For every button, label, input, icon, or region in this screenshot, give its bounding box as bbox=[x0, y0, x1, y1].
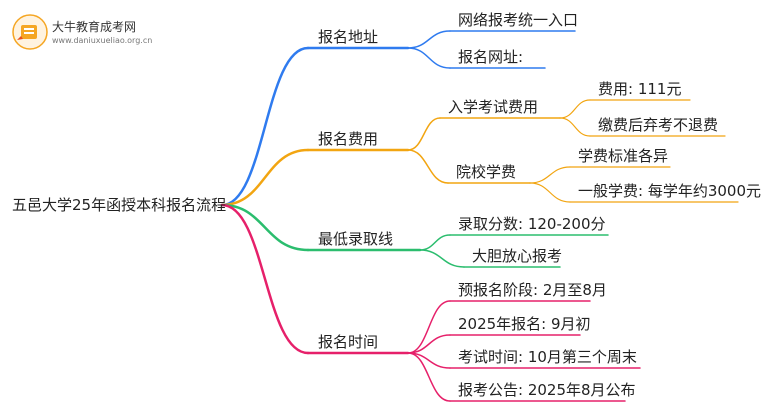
connector-address-portal bbox=[407, 30, 451, 49]
fees-tuition: 院校学费 bbox=[456, 163, 517, 181]
connector-fees-exam bbox=[407, 117, 441, 151]
connector-root-min-score bbox=[220, 203, 310, 252]
branch-address: 报名地址 bbox=[318, 28, 379, 46]
address-item-url: 报名网址: bbox=[458, 48, 524, 66]
connector-timing-pre bbox=[407, 300, 451, 354]
fees-exam: 入学考试费用 bbox=[448, 98, 539, 116]
connector-fees-tuition bbox=[407, 149, 449, 184]
logo-name: 大牛教育成考网 bbox=[52, 20, 137, 34]
branch-fees: 报名费用 bbox=[318, 130, 379, 148]
connector-root-fees bbox=[220, 148, 310, 207]
timing-announcement: 报考公告: 2025年8月公布 bbox=[458, 381, 636, 399]
min-score-range: 录取分数: 120-200分 bbox=[458, 215, 606, 233]
root-topic: 五邑大学25年函授本科报名流程 bbox=[12, 196, 227, 214]
connector-tuition-standard bbox=[529, 166, 571, 184]
connector-min-score-range bbox=[419, 234, 451, 251]
min-score-advice: 大胆放心报考 bbox=[472, 247, 563, 265]
logo-url: www.daniuxueliao.org.cn bbox=[52, 36, 153, 45]
fees-exam-amount: 费用: 111元 bbox=[598, 80, 682, 98]
connector-timing-2025 bbox=[407, 334, 451, 354]
fees-exam-refund: 缴费后弃考不退费 bbox=[598, 116, 719, 134]
address-item-portal: 网络报考统一入口 bbox=[458, 11, 579, 29]
timing-registration-2025: 2025年报名: 9月初 bbox=[458, 315, 591, 333]
connector-root-timing bbox=[220, 203, 310, 355]
fees-tuition-general: 一般学费: 每学年约3000元 bbox=[578, 182, 761, 200]
branch-min-score: 最低录取线 bbox=[318, 230, 394, 248]
connector-tuition-general bbox=[529, 182, 571, 203]
connector-exam-refund bbox=[559, 117, 591, 137]
connector-exam-amount bbox=[559, 99, 591, 119]
connector-timing-notice bbox=[407, 352, 451, 402]
connector-root-address bbox=[220, 46, 310, 207]
book-logo-icon bbox=[12, 14, 48, 50]
branch-timing: 报名时间 bbox=[318, 333, 379, 351]
timing-pre-registration: 预报名阶段: 2月至8月 bbox=[458, 281, 607, 299]
connector-min-score-advice bbox=[419, 249, 465, 268]
timing-exam-date: 考试时间: 10月第三个周末 bbox=[458, 348, 637, 366]
connector-address-url bbox=[407, 47, 451, 69]
fees-tuition-standard: 学费标准各异 bbox=[578, 147, 669, 165]
site-logo[interactable]: 大牛教育成考网 www.daniuxueliao.org.cn bbox=[12, 14, 172, 50]
